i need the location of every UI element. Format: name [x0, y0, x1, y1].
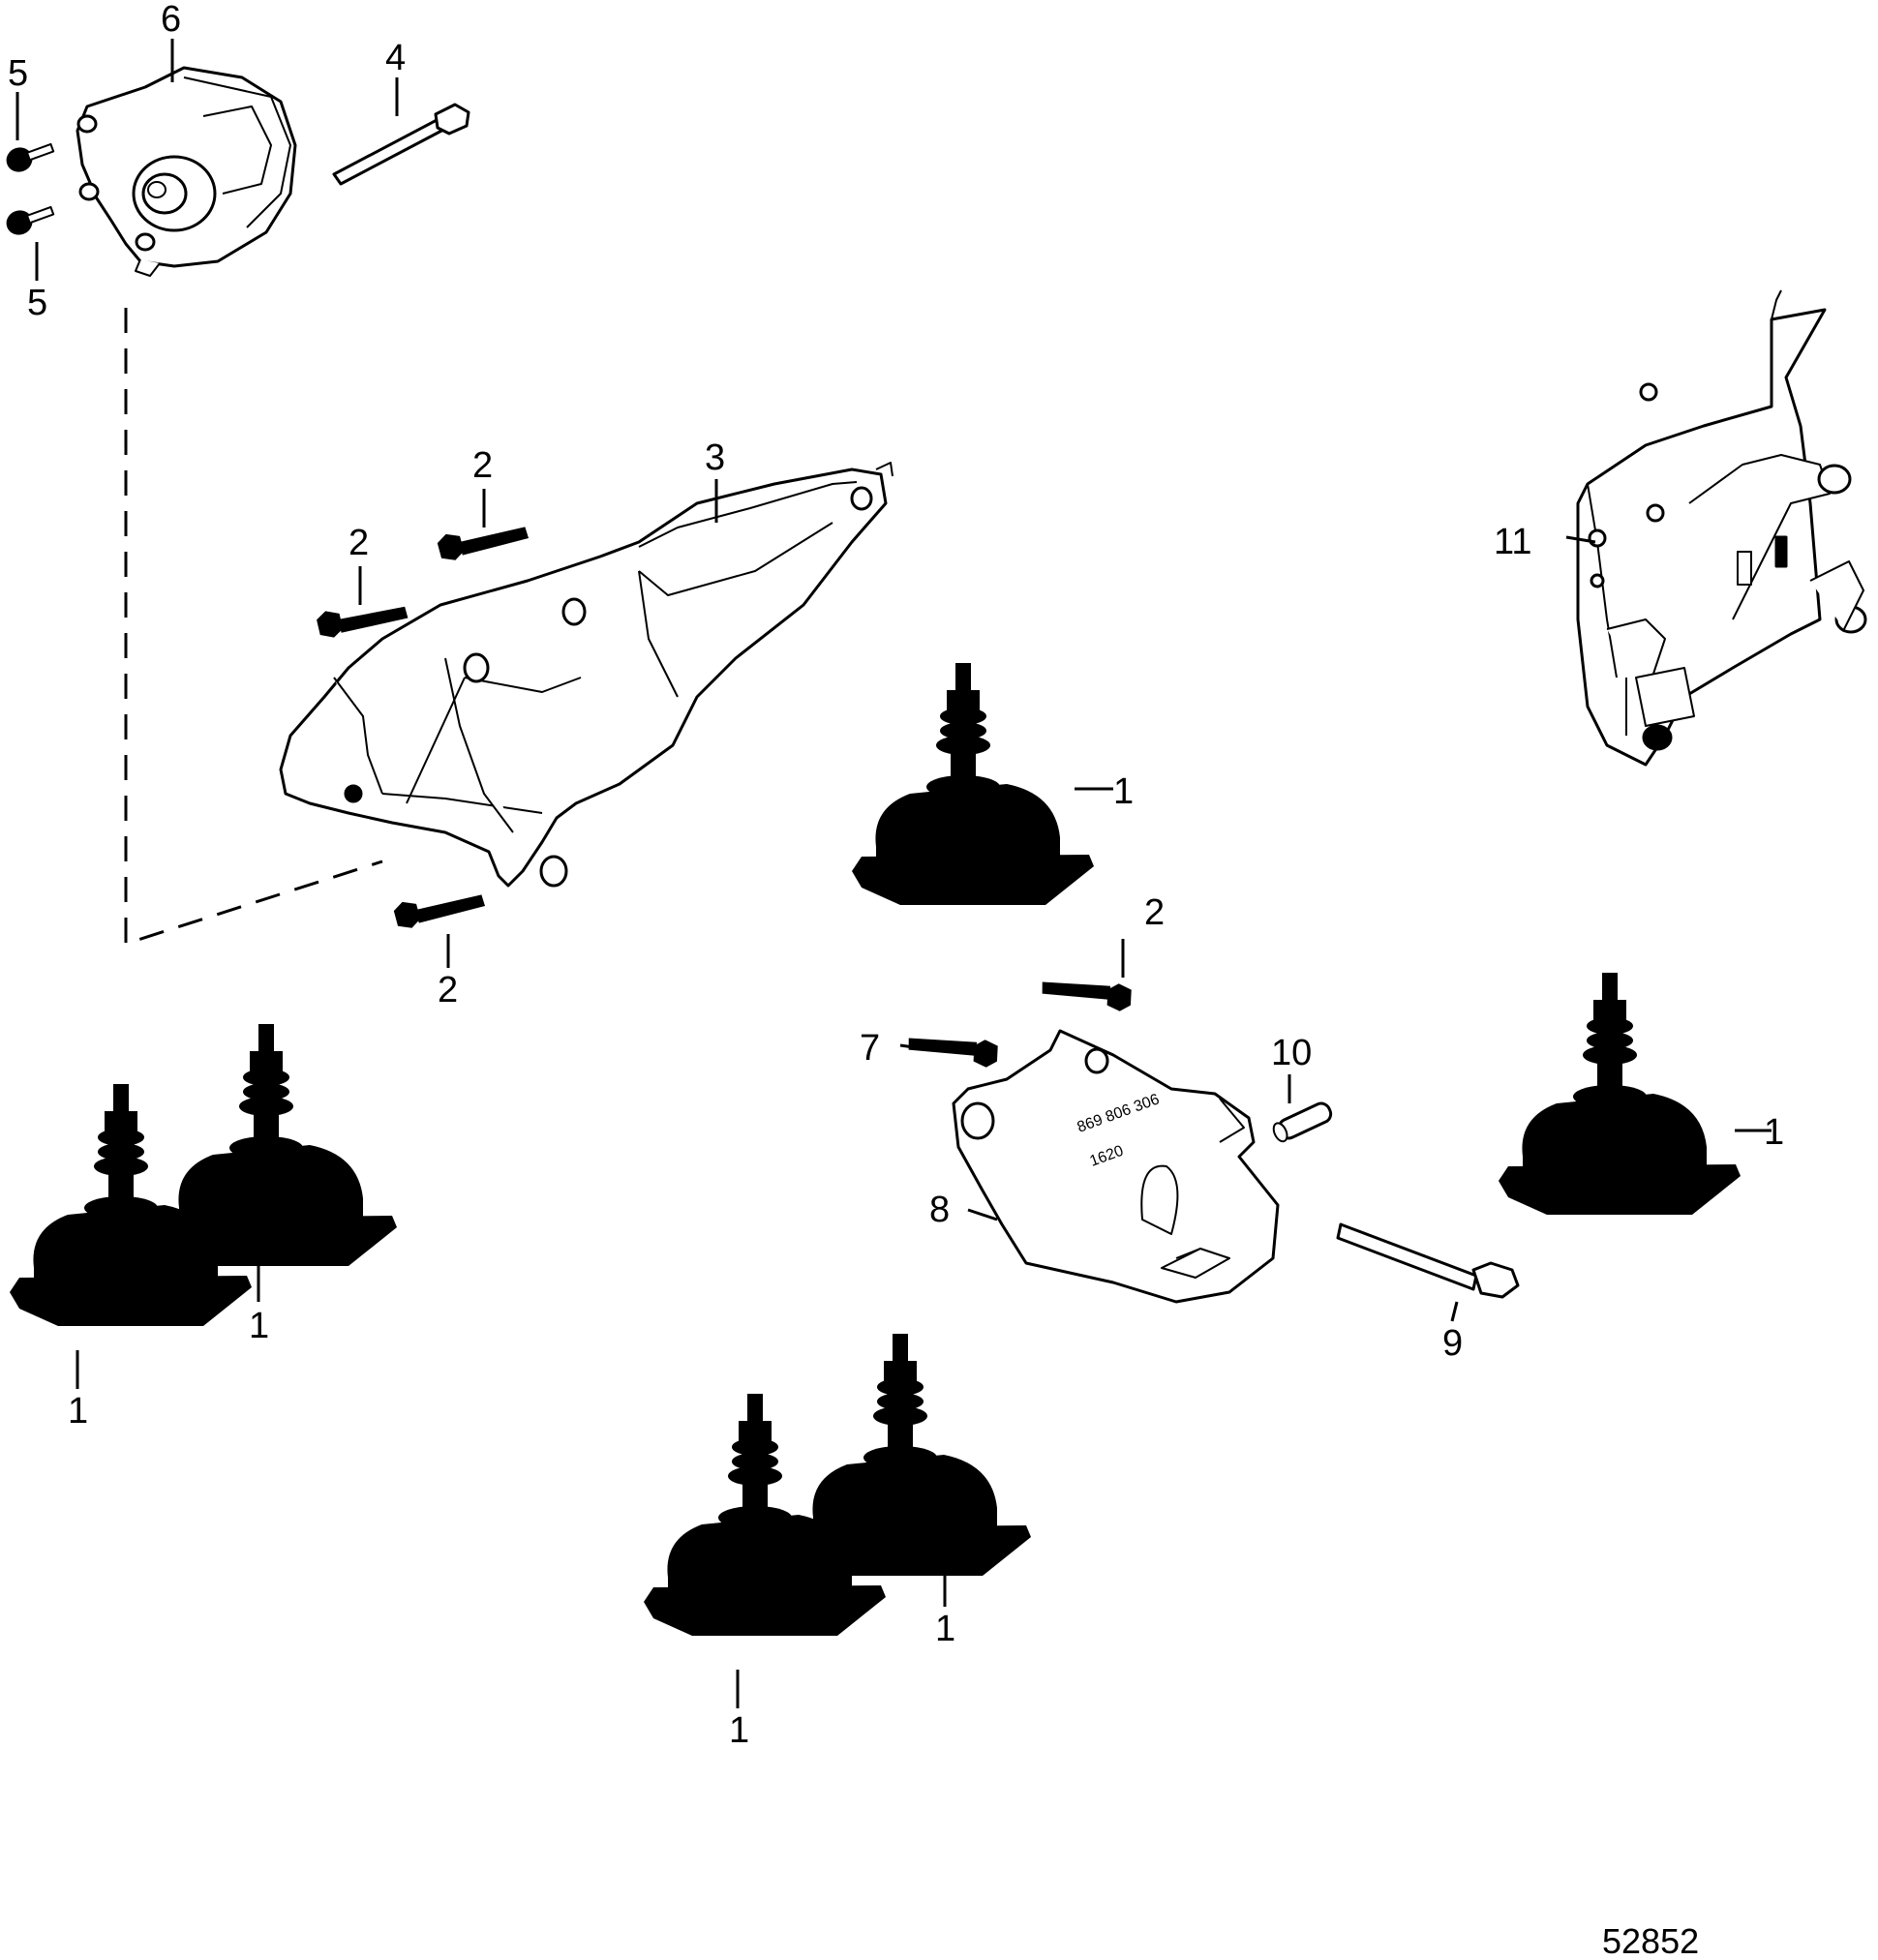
callout-1: 1	[729, 1710, 749, 1751]
pump-icon	[76, 66, 297, 277]
callout-2: 2	[348, 523, 369, 563]
callout-6: 6	[161, 0, 181, 40]
callout-5: 5	[27, 283, 47, 323]
callout-10: 10	[1271, 1033, 1312, 1073]
engine-mount-pair-icon	[10, 1024, 397, 1326]
callout-11: 11	[1494, 522, 1531, 562]
long-bolt-icon	[332, 103, 470, 186]
callout-4: 4	[385, 38, 406, 78]
bracket-icon	[279, 462, 894, 888]
bolt-icon	[436, 523, 530, 562]
callout-2: 2	[438, 970, 458, 1010]
engine-mount-icon	[1499, 973, 1741, 1215]
mount-bracket-icon: 869 806 306 1620	[952, 1029, 1280, 1304]
bolt-icon	[392, 890, 487, 930]
callout-2: 2	[472, 445, 493, 486]
callout-1: 1	[249, 1306, 269, 1346]
callout-7: 7	[860, 1028, 880, 1069]
callout-3: 3	[705, 437, 725, 478]
engine-mount-icon	[852, 663, 1094, 905]
callout-1: 1	[1764, 1112, 1784, 1153]
callout-1: 1	[1113, 771, 1134, 812]
long-bolt-icon	[1336, 1222, 1520, 1299]
screw-icon	[6, 205, 55, 235]
callout-2: 2	[1144, 892, 1165, 933]
callout-8: 8	[929, 1190, 950, 1230]
bolt-icon	[1039, 970, 1135, 1013]
shift-plate-icon	[1576, 289, 1867, 767]
alignment-line	[124, 308, 383, 947]
callout-1: 1	[935, 1609, 955, 1649]
callout-5: 5	[8, 53, 28, 94]
callout-labels: 1 1 1 1 1 1 2 2 2 2 3 4 5 5 6 7 8 9 10 1…	[8, 0, 1784, 1751]
callout-9: 9	[1442, 1323, 1463, 1364]
pin-icon	[1272, 1101, 1333, 1143]
callout-1: 1	[68, 1391, 88, 1432]
screw-icon	[6, 142, 55, 172]
engine-mount-pair-icon	[644, 1334, 1031, 1636]
leader-lines	[15, 39, 1772, 1708]
figure-number: 52852	[1602, 1921, 1699, 1960]
